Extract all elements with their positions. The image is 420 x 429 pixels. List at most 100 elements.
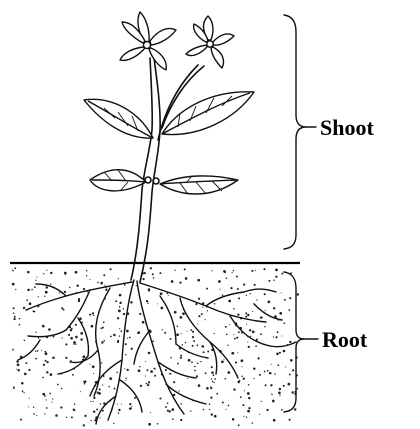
soil-speck — [275, 276, 277, 278]
soil-speck — [89, 364, 90, 365]
soil-speck — [266, 409, 268, 411]
soil-speck — [93, 401, 94, 402]
soil-speck — [274, 373, 275, 374]
soil-speck — [185, 277, 188, 280]
soil-speck — [147, 303, 148, 304]
soil-speck — [195, 303, 197, 305]
soil-speck — [176, 333, 179, 336]
soil-speck — [275, 269, 278, 272]
soil-speck — [42, 377, 44, 379]
soil-speck — [57, 384, 59, 386]
soil-speck — [124, 368, 125, 369]
soil-speck — [246, 295, 247, 296]
soil-speck — [17, 369, 19, 371]
soil-speck — [126, 378, 127, 379]
soil-speck — [70, 337, 73, 340]
soil-speck — [248, 407, 250, 409]
soil-speck — [130, 301, 132, 303]
soil-speck — [223, 270, 226, 273]
soil-speck — [241, 332, 242, 333]
soil-speck — [254, 378, 255, 379]
soil-speck — [68, 334, 70, 336]
soil-speck — [210, 397, 212, 399]
soil-speck — [35, 332, 36, 333]
soil-speck — [150, 370, 153, 373]
soil-speck — [209, 403, 211, 405]
soil-speck — [129, 403, 131, 405]
soil-speck — [80, 332, 83, 335]
soil-speck — [164, 332, 166, 334]
soil-speck — [44, 413, 45, 414]
soil-speck — [289, 419, 291, 421]
soil-speck — [271, 393, 272, 394]
soil-speck — [201, 345, 204, 348]
soil-speck — [187, 378, 188, 379]
soil-speck — [61, 337, 62, 338]
soil-speck — [13, 312, 15, 314]
soil-speck — [16, 360, 18, 362]
soil-speck — [27, 289, 30, 292]
soil-speck — [205, 372, 207, 374]
soil-speck — [276, 352, 279, 355]
soil-speck — [265, 384, 267, 386]
soil-speck — [214, 378, 216, 380]
soil-speck — [244, 390, 245, 391]
soil-speck — [154, 375, 156, 377]
soil-speck — [264, 371, 266, 373]
soil-speck — [160, 292, 163, 295]
soil-speck — [60, 406, 62, 408]
soil-speck — [31, 289, 33, 291]
soil-speck — [109, 377, 112, 380]
soil-speck — [149, 423, 151, 425]
soil-speck — [228, 300, 231, 303]
soil-speck — [50, 272, 52, 274]
soil-speck — [44, 351, 46, 353]
soil-speck — [52, 398, 53, 399]
soil-speck — [236, 337, 238, 339]
soil-speck — [13, 387, 15, 389]
soil-speck — [45, 352, 48, 355]
soil-speck — [241, 359, 244, 362]
soil-speck — [261, 317, 262, 318]
soil-speck — [118, 278, 119, 279]
soil-speck — [222, 402, 224, 404]
soil-speck — [89, 279, 90, 280]
soil-speck — [168, 295, 169, 296]
soil-speck — [198, 298, 200, 300]
soil-speck — [173, 394, 176, 397]
soil-speck — [159, 397, 161, 399]
soil-speck — [24, 340, 26, 342]
soil-speck — [165, 406, 167, 408]
soil-speck — [118, 310, 121, 313]
soil-speck — [223, 359, 224, 360]
soil-speck — [233, 270, 234, 271]
soil-speck — [92, 365, 95, 368]
soil-speck — [157, 423, 159, 425]
soil-speck — [49, 393, 51, 395]
leaf-lower-right — [160, 176, 238, 194]
soil-speck — [134, 397, 136, 399]
soil-speck — [170, 357, 172, 359]
soil-speck — [145, 375, 146, 376]
soil-speck — [196, 375, 198, 377]
soil-speck — [283, 322, 285, 324]
soil-speck — [97, 282, 99, 284]
soil-speck — [279, 395, 280, 396]
soil-speck — [289, 297, 291, 299]
soil-speck — [173, 381, 175, 383]
soil-speck — [142, 278, 144, 280]
soil-speck — [240, 396, 242, 398]
soil-speck — [139, 313, 141, 315]
soil-speck — [90, 420, 91, 421]
soil-speck — [92, 312, 94, 314]
soil-speck — [42, 325, 45, 328]
stem — [131, 58, 204, 282]
soil-speck — [45, 360, 47, 362]
soil-speck — [93, 315, 94, 316]
soil-speck — [108, 386, 110, 388]
soil-speck — [172, 418, 174, 420]
soil-speck — [80, 338, 82, 340]
soil-speck — [46, 361, 48, 363]
soil-speck — [119, 335, 120, 336]
soil-speck — [89, 314, 91, 316]
